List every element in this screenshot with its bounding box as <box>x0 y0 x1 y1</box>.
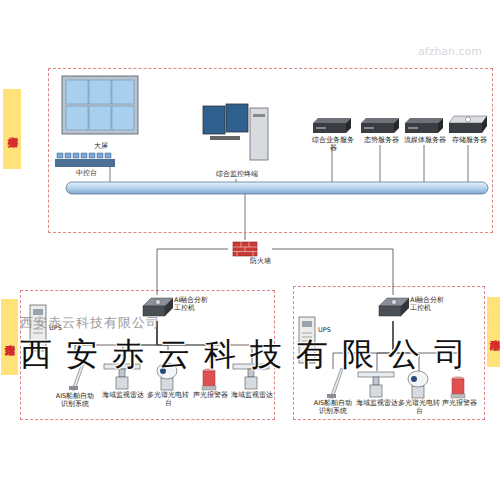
device-label: 态势服务器 <box>357 137 405 145</box>
device-node: UPS <box>297 317 347 365</box>
radar-icon <box>358 372 394 397</box>
storage-icon <box>449 116 487 133</box>
camera-turret-icon <box>157 363 177 390</box>
connector-line <box>393 321 419 371</box>
firewall-icon <box>233 242 257 256</box>
console-desk <box>55 153 115 167</box>
device-label: 多光谱光电转台 <box>395 400 443 416</box>
industrial-pc-icon <box>379 298 409 316</box>
device-node: UPS <box>28 305 78 353</box>
connector-line <box>272 249 393 295</box>
zone-box: 大型岸端UPSAI融合分析工控机AIS船舶自动识别系统海域监视雷达多光谱光电转台… <box>20 290 275 420</box>
device-label: 防火墙 <box>248 258 272 266</box>
device-label: AI融合分析工控机 <box>410 297 446 313</box>
device-node: 海域监视雷达 <box>230 363 274 407</box>
device-node: 海域监视雷达 <box>355 371 399 415</box>
ais-antenna-icon <box>327 368 343 398</box>
zone-title: 大型岸端 <box>1 299 18 375</box>
device-node: 大屏 <box>61 75 141 153</box>
device-node: 中控台 <box>53 151 119 181</box>
connector-line <box>75 321 157 361</box>
device-node: AI融合分析工控机 <box>377 295 457 321</box>
device-label: AIS船舶自动识别系统 <box>54 393 96 409</box>
device-node: 流媒体服务器 <box>401 115 449 147</box>
device-label: 综合业务服务器 <box>309 137 357 153</box>
device-label: 多光谱光电转台 <box>144 392 192 408</box>
server-icon <box>313 118 351 133</box>
radar-icon <box>104 364 140 389</box>
zone-box: 小型岸端UPSAI融合分析工控机AIS船舶自动识别系统海域监视雷达多光谱光电转台… <box>293 286 485 420</box>
connector-line <box>157 321 252 363</box>
connector-line <box>245 233 246 240</box>
video-wall <box>62 76 138 134</box>
bus-wire <box>110 145 468 233</box>
ups-icon <box>299 317 315 363</box>
device-label: 综合监控终端 <box>201 171 273 179</box>
device-node: 多光谱光电转台 <box>144 363 192 407</box>
device-node: AI融合分析工控机 <box>141 295 221 321</box>
device-node: 态势服务器 <box>357 115 405 147</box>
zone-title: 小型岸端 <box>487 297 500 367</box>
connector-line <box>157 321 210 363</box>
alarm-icon <box>202 369 216 390</box>
connector-line <box>157 249 228 295</box>
industrial-pc-icon <box>143 298 173 316</box>
server-icon <box>405 118 443 133</box>
workstation <box>203 104 268 160</box>
device-node: 综合监控终端 <box>201 99 273 181</box>
connector-line <box>123 321 157 363</box>
device-node: 声光报警器 <box>439 371 479 415</box>
device-label: AI融合分析工控机 <box>174 297 210 313</box>
device-label: 海域监视雷达 <box>100 392 146 400</box>
ais-antenna-icon <box>69 360 85 390</box>
device-label: 大屏 <box>61 143 141 151</box>
device-label: AIS船舶自动识别系统 <box>312 400 354 416</box>
watermark: 西安赤云科技有限公司 <box>20 337 480 372</box>
device-label: 声光报警器 <box>439 400 479 408</box>
connector-line <box>333 321 393 369</box>
watermark: 西安赤云科技有限公司 <box>20 316 160 330</box>
watermark: afzhan.com <box>418 46 482 58</box>
camera-turret-icon <box>408 371 428 398</box>
device-node: 声光报警器 <box>190 363 230 407</box>
device-label: 声光报警器 <box>190 392 230 400</box>
connector-line <box>393 321 459 371</box>
device-node: 防火墙 <box>228 240 272 268</box>
device-label: 存储服务器 <box>445 137 493 145</box>
device-label: 中控台 <box>53 170 119 178</box>
zone-title: 指挥中心 <box>3 89 21 169</box>
device-label: 海域监视雷达 <box>230 392 274 400</box>
network-bus <box>66 182 488 194</box>
zone-box: 指挥中心大屏中控台综合监控终端综合业务服务器态势服务器流媒体服务器存储服务器 <box>48 68 493 233</box>
device-label: 海域监视雷达 <box>355 400 399 408</box>
server-icon <box>361 118 399 133</box>
device-node: 综合业务服务器 <box>309 115 357 147</box>
device-node: AIS船舶自动识别系统 <box>51 361 99 411</box>
device-label: 流媒体服务器 <box>401 137 449 145</box>
device-node: 存储服务器 <box>445 115 493 147</box>
device-node: AIS船舶自动识别系统 <box>309 369 357 419</box>
device-label: UPS <box>318 327 346 335</box>
connector-line <box>157 321 168 363</box>
ups-icon <box>30 305 46 351</box>
radar-icon <box>233 364 269 389</box>
device-label: UPS <box>49 325 77 333</box>
device-node: 海域监视雷达 <box>100 363 146 407</box>
alarm-icon <box>451 377 465 398</box>
connector-line <box>377 321 393 371</box>
device-node: 多光谱光电转台 <box>395 371 443 415</box>
